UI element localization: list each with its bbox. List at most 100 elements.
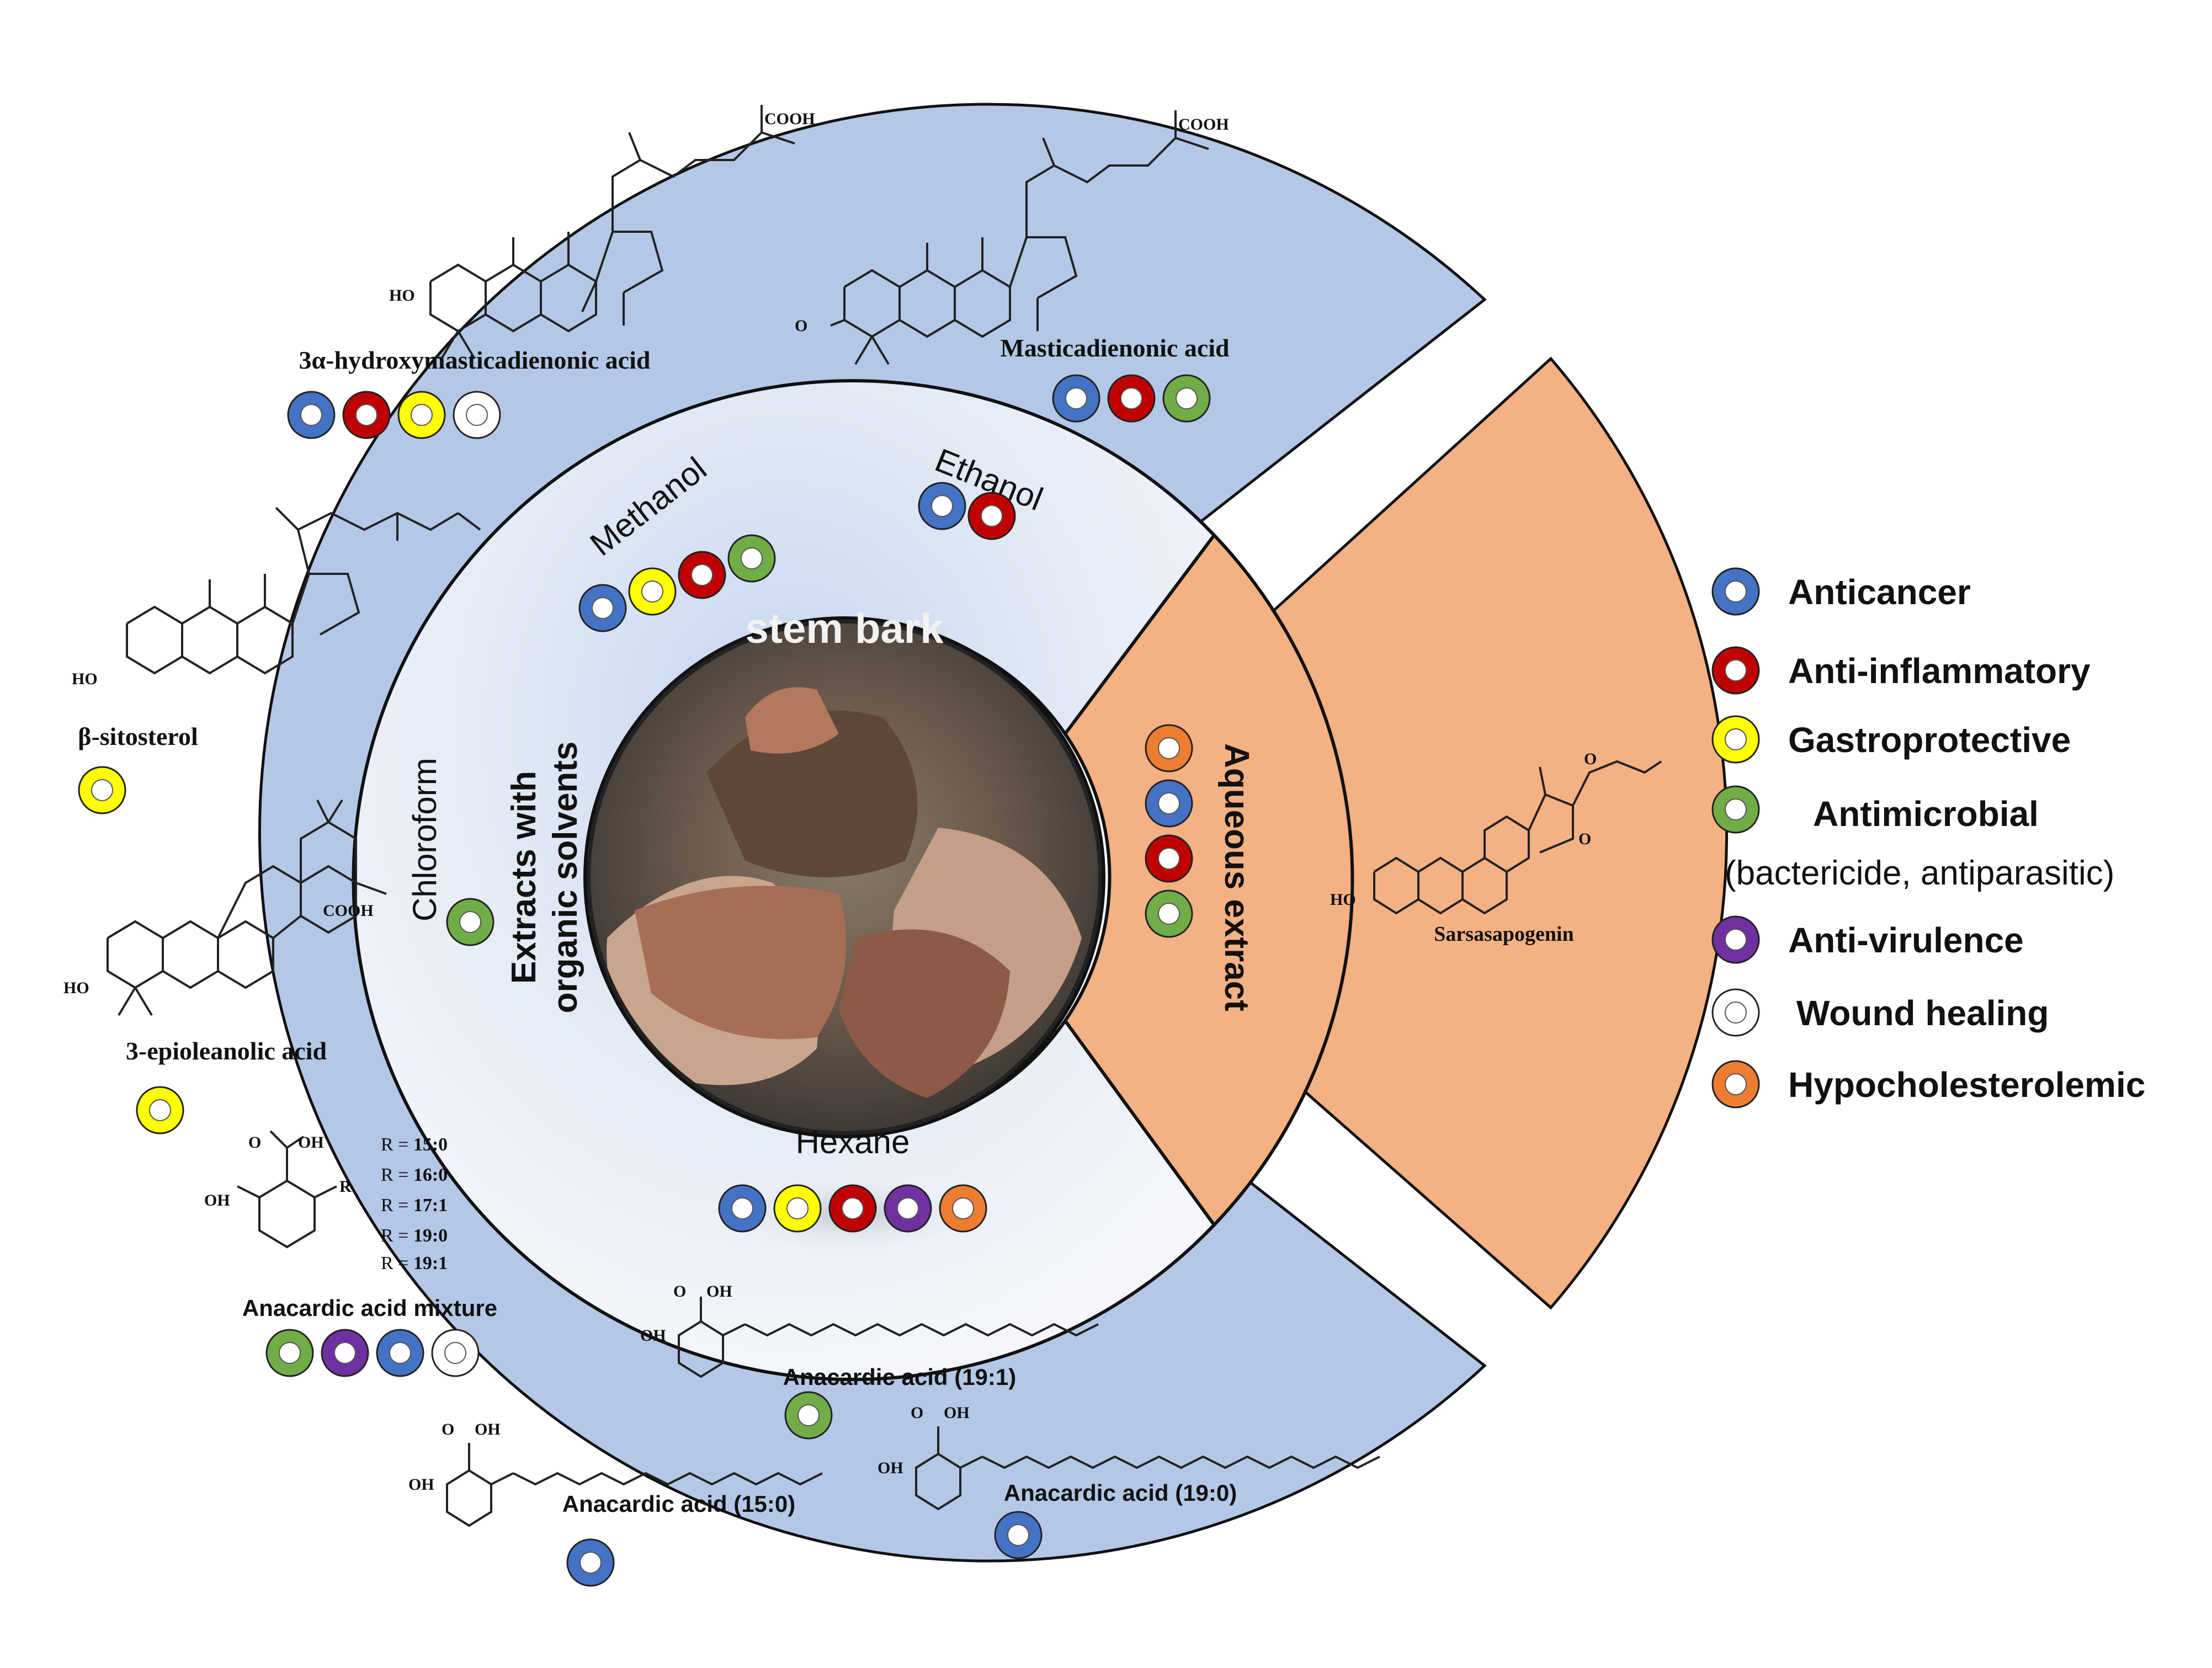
activity-icon-hole [1007, 1524, 1029, 1546]
legend-label-antimicrobial: Antimicrobial [1813, 794, 2039, 834]
compound-anacardic-15-0: Anacardic acid (15:0) [562, 1491, 796, 1517]
structure-anacardic-19-0: O OH OH [878, 1404, 1380, 1511]
atom-o-7: O [442, 1420, 454, 1438]
activity-icon-hole [931, 495, 953, 517]
structure-sitosterol: HO [72, 507, 481, 688]
activity-icon-hole [1725, 580, 1747, 603]
activity-icon-hole [981, 505, 1003, 527]
activity-icon-hole [1158, 792, 1180, 814]
activity-icon-hole [1725, 929, 1747, 951]
legend-item-wound-healing: Wound healing [1711, 988, 2049, 1037]
activity-group-anacardic-15-0 [566, 1538, 615, 1587]
activity-icon-hole [1176, 387, 1198, 409]
structure-epioleanolic: COOH HO [63, 799, 387, 1016]
activity-group-masticadienonic [1052, 374, 1211, 423]
svg-text:R = 15:0: R = 15:0 [381, 1134, 448, 1155]
activity-group-chloroform [446, 898, 494, 946]
activity-icon-hole [279, 1342, 301, 1364]
activity-icon-hole [592, 597, 614, 619]
activity-group-anacardic-mixture [265, 1329, 480, 1377]
atom-oh-5b: OH [204, 1191, 230, 1209]
atom-oh-6b: OH [640, 1326, 666, 1345]
activity-icon-hole [355, 404, 377, 426]
legend-swatch-anti-virulence [1711, 915, 1760, 964]
atom-oh-8b: OH [878, 1459, 903, 1477]
legend-label-anticancer: Anticancer [1788, 572, 1971, 612]
activity-icon-hole [641, 580, 663, 603]
activity-icon-hole [1725, 728, 1747, 750]
structure-masticadienonic: COOH O [795, 110, 1229, 365]
activity-icon-hole [786, 1197, 809, 1219]
activity-group-anacardic-19-1 [784, 1391, 833, 1440]
legend-swatch-hypocholesterolemic [1711, 1060, 1760, 1109]
compound-hydroxymasticadienonic: 3α-hydroxymasticadienonic acid [299, 346, 651, 374]
structure-anacardic-19-1: O OH OH [640, 1282, 1099, 1378]
compound-sitosterol: β-sitosterol [78, 722, 198, 750]
activity-group-anacardic-19-0 [994, 1511, 1043, 1559]
atom-oh-8: OH [944, 1404, 970, 1422]
activity-icon-hole [1158, 903, 1180, 925]
atom-oh-7: OH [475, 1420, 501, 1438]
legend-item-anticancer: Anticancer [1711, 567, 1971, 616]
activity-icon-hole [1725, 659, 1747, 681]
legend-item-antimicrobial: Antimicrobial (bactericide, antiparasiti… [1711, 785, 2114, 892]
activity-group-methanol [578, 534, 776, 632]
legend-swatch-gastroprotective [1711, 715, 1760, 764]
activity-icon-hole [1725, 1001, 1747, 1024]
svg-text:R = 16:0: R = 16:0 [381, 1165, 448, 1185]
activity-group-epioleanolic [136, 1086, 184, 1134]
atom-cooh-1: COOH [764, 110, 815, 128]
legend-item-anti-virulence: Anti-virulence [1711, 915, 2024, 964]
activity-icon-hole [91, 779, 113, 801]
activity-icon-hole [1158, 737, 1180, 759]
stem-bark-photo [583, 616, 1105, 1138]
legend: Anticancer Anti-inflammatory Gastroprote… [1711, 567, 2145, 1109]
activity-icon-hole [897, 1197, 919, 1219]
organic-extracts-label-line2: organic solvents [546, 742, 584, 1014]
activity-icon-hole [691, 564, 713, 586]
activity-icon-hole [1725, 1073, 1747, 1095]
svg-text:R = 19:0: R = 19:0 [381, 1225, 448, 1246]
activity-group-hexane [718, 1184, 987, 1233]
atom-oh-7b: OH [408, 1475, 434, 1494]
activity-icon-hole [149, 1099, 171, 1121]
activity-group-hydroxymasticadienonic [287, 391, 501, 439]
atom-o-8: O [911, 1404, 923, 1422]
legend-swatch-anticancer [1711, 567, 1760, 616]
activity-icon-hole [444, 1342, 466, 1364]
atom-cooh-4: COOH [323, 902, 374, 920]
activity-icon-hole [741, 547, 763, 569]
atom-o-9b: O [1578, 830, 1591, 848]
atom-o-5: O [248, 1133, 261, 1152]
activity-icon-hole [466, 404, 488, 426]
activity-icon-hole [1725, 798, 1747, 820]
atom-o-6: O [673, 1282, 686, 1301]
svg-text:R = 17:1: R = 17:1 [381, 1195, 448, 1216]
legend-swatch-antimicrobial [1711, 785, 1760, 834]
activity-icon-hole [797, 1404, 820, 1426]
legend-item-hypocholesterolemic: Hypocholesterolemic [1711, 1060, 2145, 1109]
svg-text:R = 19:1: R = 19:1 [381, 1253, 448, 1273]
activity-icon-hole [579, 1552, 602, 1574]
legend-item-anti-inflammatory: Anti-inflammatory [1711, 646, 2091, 695]
activity-group-ethanol [918, 482, 1016, 540]
compound-anacardic-19-0: Anacardic acid (19:0) [1004, 1480, 1237, 1506]
activity-group-sitosterol [78, 766, 126, 814]
structure-hydroxymasticadienonic: COOH HO [389, 105, 815, 360]
structure-anacardic-mixture: O OH OH R [204, 1130, 352, 1249]
compound-masticadienonic: Masticadienonic acid [1000, 334, 1230, 362]
atom-o-2: O [795, 317, 807, 335]
atom-o-9a: O [1584, 750, 1597, 768]
legend-swatch-anti-inflammatory [1711, 646, 1760, 695]
atom-ho-9: HO [1330, 891, 1356, 909]
atom-ho-4: HO [63, 979, 89, 997]
r-group-list: R = 15:0 R = 16:0 R = 17:1 R = 19:0 R = … [381, 1134, 448, 1273]
structure-anacardic-15-0: O OH OH [408, 1420, 823, 1527]
compound-anacardic-mixture: Anacardic acid mixture [242, 1295, 497, 1321]
atom-ho-3: HO [72, 670, 98, 688]
solvent-hexane-label: Hexane [796, 1123, 910, 1160]
activity-icon-hole [952, 1197, 974, 1219]
activity-icon-hole [1065, 387, 1087, 409]
compound-epioleanolic: 3-epioleanolic acid [126, 1037, 327, 1065]
